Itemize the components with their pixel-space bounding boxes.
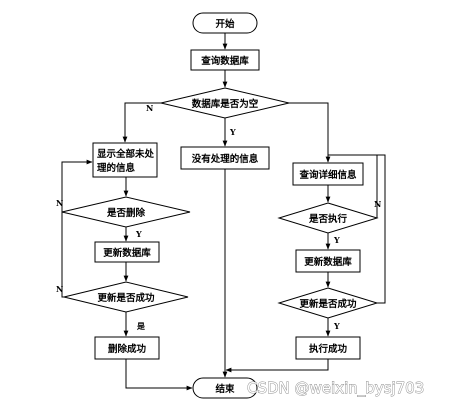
delete-decision-label: 是否删除 [106, 207, 146, 219]
arrow-delete-no [61, 159, 93, 212]
query-db-box: 查询数据库 [190, 49, 260, 71]
no-processed-box: 没有处理的信息 [180, 146, 270, 170]
show-unprocessed-label-2: 理的信息 [97, 162, 136, 174]
edge-label-left-update-no: N [56, 284, 63, 294]
query-detail-box: 查询详细信息 [292, 162, 364, 186]
show-unprocessed-label-1: 显示全部未处 [97, 148, 155, 160]
edge-label-left-update-yes: 是 [136, 321, 145, 331]
update-ok-left-label: 更新是否成功 [97, 292, 155, 304]
exec-ok-label: 执行成功 [309, 343, 348, 355]
show-unprocessed-box: 显示全部未处 理的信息 [92, 142, 158, 178]
arrow-exec-ok-to-end [225, 359, 329, 373]
query-db-label: 查询数据库 [200, 55, 249, 67]
delete-ok-label: 删除成功 [108, 343, 147, 355]
start-node: 开始 [192, 12, 258, 34]
update-db-right-label: 更新数据库 [304, 256, 352, 268]
no-processed-label: 没有处理的信息 [192, 153, 259, 165]
edge-label-delete-yes: Y [135, 229, 142, 239]
edge-label-right-update-yes: Y [333, 321, 340, 331]
update-ok-right-label: 更新是否成功 [299, 298, 357, 310]
arrow-delete-ok-to-end [125, 359, 193, 391]
watermark: CSDN @weixin_bysj703 [247, 379, 424, 398]
arrow-db-empty-right [289, 102, 331, 163]
execute-decision: 是否执行 [277, 202, 379, 234]
db-empty-label: 数据库是否为空 [191, 98, 259, 110]
update-ok-right-decision: 更新是否成功 [277, 287, 379, 319]
update-ok-left-decision: 更新是否成功 [63, 281, 189, 313]
edge-label-db-empty-yes: Y [229, 127, 236, 137]
delete-decision: 是否删除 [61, 196, 191, 228]
exec-ok-box: 执行成功 [295, 336, 361, 360]
edge-label-execute-no: N [374, 199, 381, 209]
update-db-left-label: 更新数据库 [103, 247, 151, 259]
delete-ok-box: 删除成功 [94, 336, 160, 360]
update-db-right-box: 更新数据库 [295, 249, 361, 273]
arrow-left-update-no [61, 212, 64, 298]
end-node: 结束 [192, 377, 258, 399]
edge-label-execute-yes: Y [333, 235, 340, 245]
arrow-right-update-no [377, 154, 386, 304]
edge-label-delete-no: N [56, 198, 63, 208]
db-empty-decision: 数据库是否为空 [160, 87, 290, 119]
end-label: 结束 [214, 383, 235, 395]
start-label: 开始 [215, 18, 235, 30]
edge-label-db-empty-no: N [146, 103, 153, 113]
arrow-db-empty-no [122, 102, 161, 143]
execute-decision-label: 是否执行 [308, 213, 348, 225]
query-detail-label: 查询详细信息 [298, 169, 357, 181]
update-db-left-box: 更新数据库 [94, 241, 160, 263]
connectors [61, 33, 386, 391]
